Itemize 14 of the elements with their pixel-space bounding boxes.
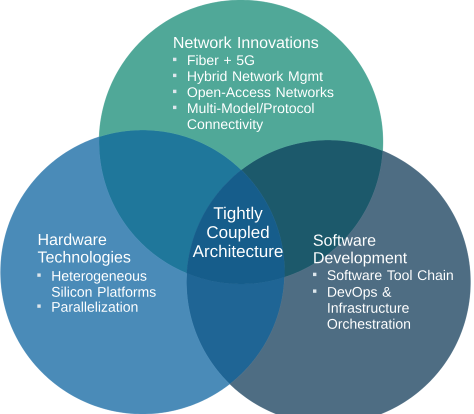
center-region: Tightly Coupled Architecture bbox=[186, 170, 285, 284]
heading: Hardware Technologies bbox=[38, 233, 130, 266]
list-item: Fiber + 5G bbox=[188, 54, 254, 66]
list-item: Heterogeneous Silicon Platforms bbox=[52, 271, 156, 297]
list-item: Open-Access Networks bbox=[188, 86, 334, 100]
overlap-region bbox=[186, 273, 285, 384]
list-item: Multi-Model/Protocol Connectivity bbox=[188, 102, 314, 132]
heading: Network Innovations bbox=[174, 36, 318, 48]
heading: Software Development bbox=[314, 234, 408, 267]
list-item: Hybrid Network Mgmt bbox=[188, 70, 323, 84]
list-item: Parallelization bbox=[52, 302, 138, 312]
list-item: DevOps & Infrastructure Orchestration bbox=[328, 286, 410, 329]
list-item: Software Tool Chain bbox=[328, 270, 453, 280]
venn-circle bbox=[98, 0, 384, 170]
